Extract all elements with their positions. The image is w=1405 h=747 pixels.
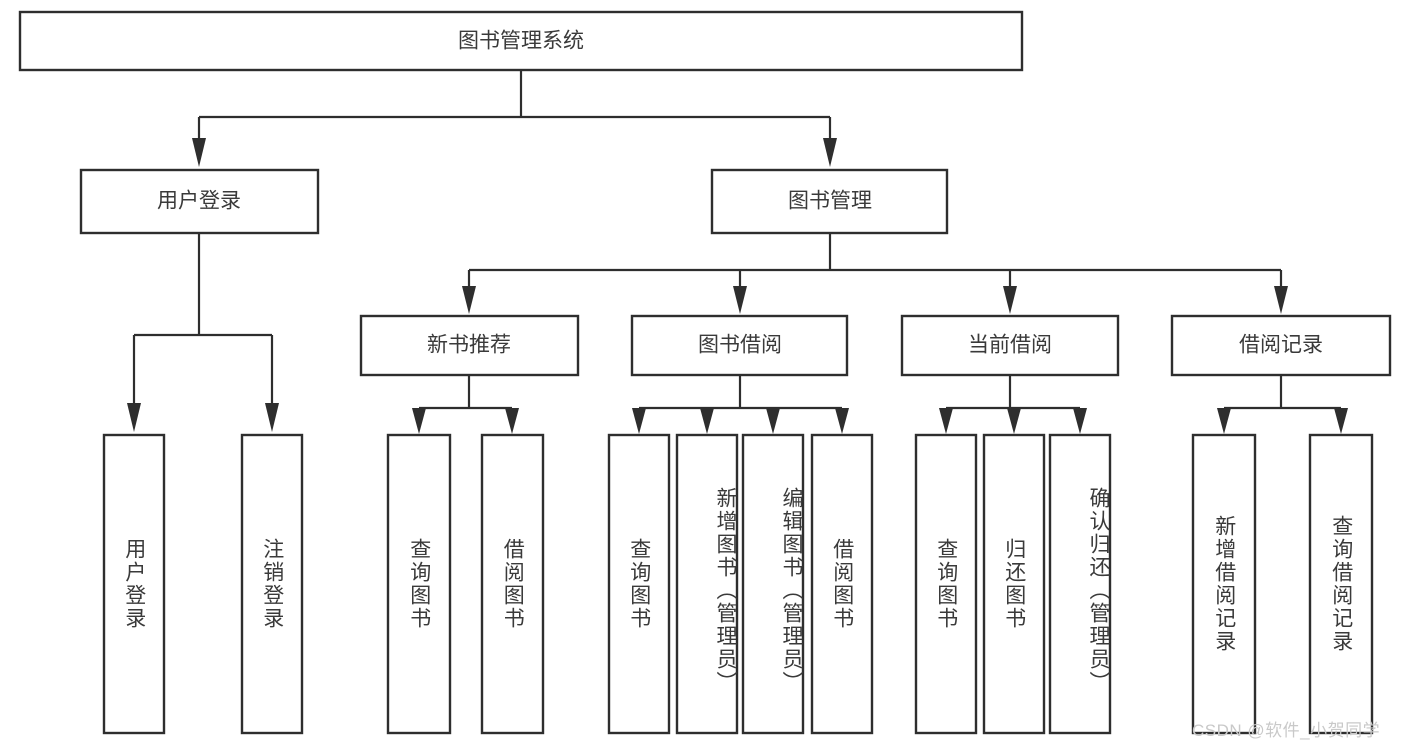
arrow-head-borrow-leaf-3: [835, 408, 849, 434]
csdn-watermark: CSDN @软件_小贺同学: [1192, 721, 1381, 740]
leaf-box-borrow-record-0[interactable]: [1191, 433, 1257, 735]
leaf-box-current-borrow-1[interactable]: [982, 433, 1046, 735]
leaf-box-book-borrow-1[interactable]: [675, 433, 739, 735]
node-borrow-record[interactable]: [1170, 314, 1392, 377]
arrow-head-user-login-leaf-0: [127, 403, 141, 432]
arrow-head-current-leaf-2: [1073, 408, 1087, 434]
leaf-box-new-book-1[interactable]: [480, 433, 545, 735]
node-current-borrow-label: 当前借阅: [968, 334, 1052, 357]
leaf-box-current-borrow-2[interactable]: [1048, 433, 1112, 735]
arrow-head-new-book-leaf-0: [412, 408, 426, 434]
arrow-head-borrow-leaf-1: [700, 408, 714, 434]
arrow-head-current-leaf-1: [1007, 408, 1021, 434]
leaf-box-user-login-0[interactable]: [102, 433, 166, 735]
nodes-layer: [18, 10, 1392, 735]
leaf-box-book-borrow-2[interactable]: [741, 433, 805, 735]
leaf-box-current-borrow-0[interactable]: [914, 433, 978, 735]
node-book-borrow-label: 图书借阅: [698, 334, 782, 357]
node-borrow-record-label: 借阅记录: [1239, 334, 1323, 357]
node-user-login[interactable]: [79, 168, 320, 235]
leaf-box-user-login-1[interactable]: [240, 433, 304, 735]
arrow-head-user-login: [192, 138, 206, 167]
arrow-head-borrow: [733, 286, 747, 314]
arrow-head-record-leaf-1: [1334, 408, 1348, 434]
node-current-borrow[interactable]: [900, 314, 1120, 377]
arrow-head-new-book: [462, 286, 476, 314]
node-new-book-recommend[interactable]: [359, 314, 580, 377]
leaf-box-new-book-0[interactable]: [386, 433, 452, 735]
node-root-label: 图书管理系统: [458, 30, 584, 53]
labels-layer: 图书管理系统 用户登录 图书管理 新书推荐 图书借阅 当前借阅 借阅记录: [157, 30, 1323, 357]
leaf-box-book-borrow-0[interactable]: [607, 433, 671, 735]
node-root-book-management-system[interactable]: [18, 10, 1024, 72]
connectors-layer: [127, 70, 1348, 434]
arrow-head-borrow-leaf-0: [632, 408, 646, 434]
arrow-head-record: [1274, 286, 1288, 314]
leaf-box-book-borrow-3[interactable]: [810, 433, 874, 735]
arrow-head-new-book-leaf-1: [505, 408, 519, 434]
node-book-borrow[interactable]: [630, 314, 849, 377]
arrow-head-borrow-leaf-2: [766, 408, 780, 434]
node-book-management-label: 图书管理: [788, 190, 872, 213]
arrow-head-book-manage: [823, 138, 837, 167]
arrow-head-user-login-leaf-1: [265, 403, 279, 432]
arrow-head-record-leaf-0: [1217, 408, 1231, 434]
node-book-management[interactable]: [710, 168, 949, 235]
arrow-head-current: [1003, 286, 1017, 314]
arrow-head-current-leaf-0: [939, 408, 953, 434]
leaf-box-borrow-record-1[interactable]: [1308, 433, 1374, 735]
node-user-login-label: 用户登录: [157, 190, 241, 213]
node-new-book-recommend-label: 新书推荐: [427, 334, 511, 357]
